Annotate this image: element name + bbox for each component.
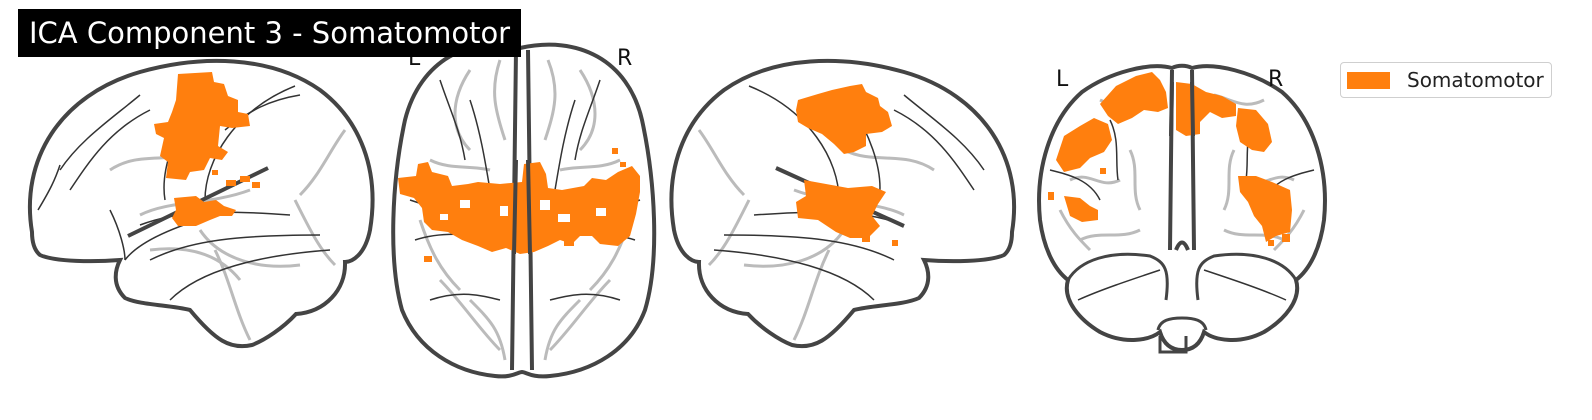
cerebellum-folia — [1077, 269, 1287, 301]
view-sagittal-left — [27, 58, 375, 349]
legend: Somatomotor — [1340, 62, 1552, 98]
coronal-right-label: R — [1268, 67, 1283, 92]
figure-title: ICA Component 3 - Somatomotor — [18, 9, 522, 57]
brain-outline — [391, 42, 657, 379]
brain-outline — [669, 58, 1017, 349]
view-sagittal-right — [669, 58, 1017, 349]
legend-swatch — [1347, 72, 1390, 89]
activation-cluster — [796, 84, 898, 246]
activation-gaps — [440, 200, 606, 222]
brain-outline — [27, 58, 375, 349]
sulci-gray — [418, 59, 632, 361]
brain-outline — [1037, 63, 1327, 353]
view-axial: L R — [391, 42, 657, 379]
sulci-dark — [37, 85, 331, 301]
coronal-left-label: L — [1056, 67, 1069, 92]
legend-label: Somatomotor — [1407, 68, 1544, 92]
view-coronal: L R — [1037, 63, 1327, 354]
activation-cluster — [154, 72, 260, 226]
axial-right-label: R — [617, 46, 632, 71]
cerebellum — [1066, 252, 1298, 354]
activation-cluster — [398, 148, 640, 262]
